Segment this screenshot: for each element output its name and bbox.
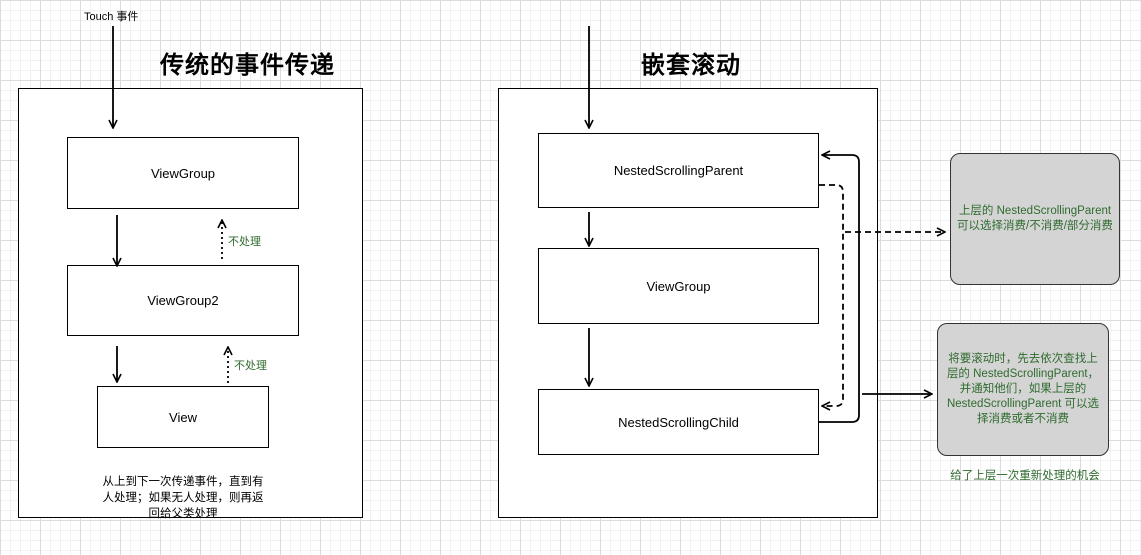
node-view: View — [97, 386, 269, 448]
not-handled-label-1: 不处理 — [228, 236, 261, 248]
not-handled-label-2: 不处理 — [234, 360, 267, 372]
node-viewgroup2: ViewGroup2 — [67, 265, 299, 336]
node-nested-scrolling-parent: NestedScrollingParent — [538, 133, 819, 208]
traditional-description: 从上到下一次传递事件，直到有人处理；如果无人处理，则再返回给父类处理 — [102, 476, 264, 520]
nested-scroll-title: 嵌套滚动 — [641, 52, 741, 79]
traditional-title: 传统的事件传递 — [160, 52, 335, 79]
nested-caption: 给了上层一次重新处理的机会 — [950, 470, 1100, 482]
node-nested-scrolling-child: NestedScrollingChild — [538, 389, 819, 455]
note-parent-consume: 上层的 NestedScrollingParent 可以选择消费/不消费/部分消… — [950, 153, 1120, 285]
touch-event-label: Touch 事件 — [84, 11, 139, 23]
node-right-viewgroup: ViewGroup — [538, 248, 819, 324]
note-scroll-notify: 将要滚动时，先去依次查找上层的 NestedScrollingParent，并通… — [937, 323, 1109, 456]
node-viewgroup: ViewGroup — [67, 137, 299, 209]
